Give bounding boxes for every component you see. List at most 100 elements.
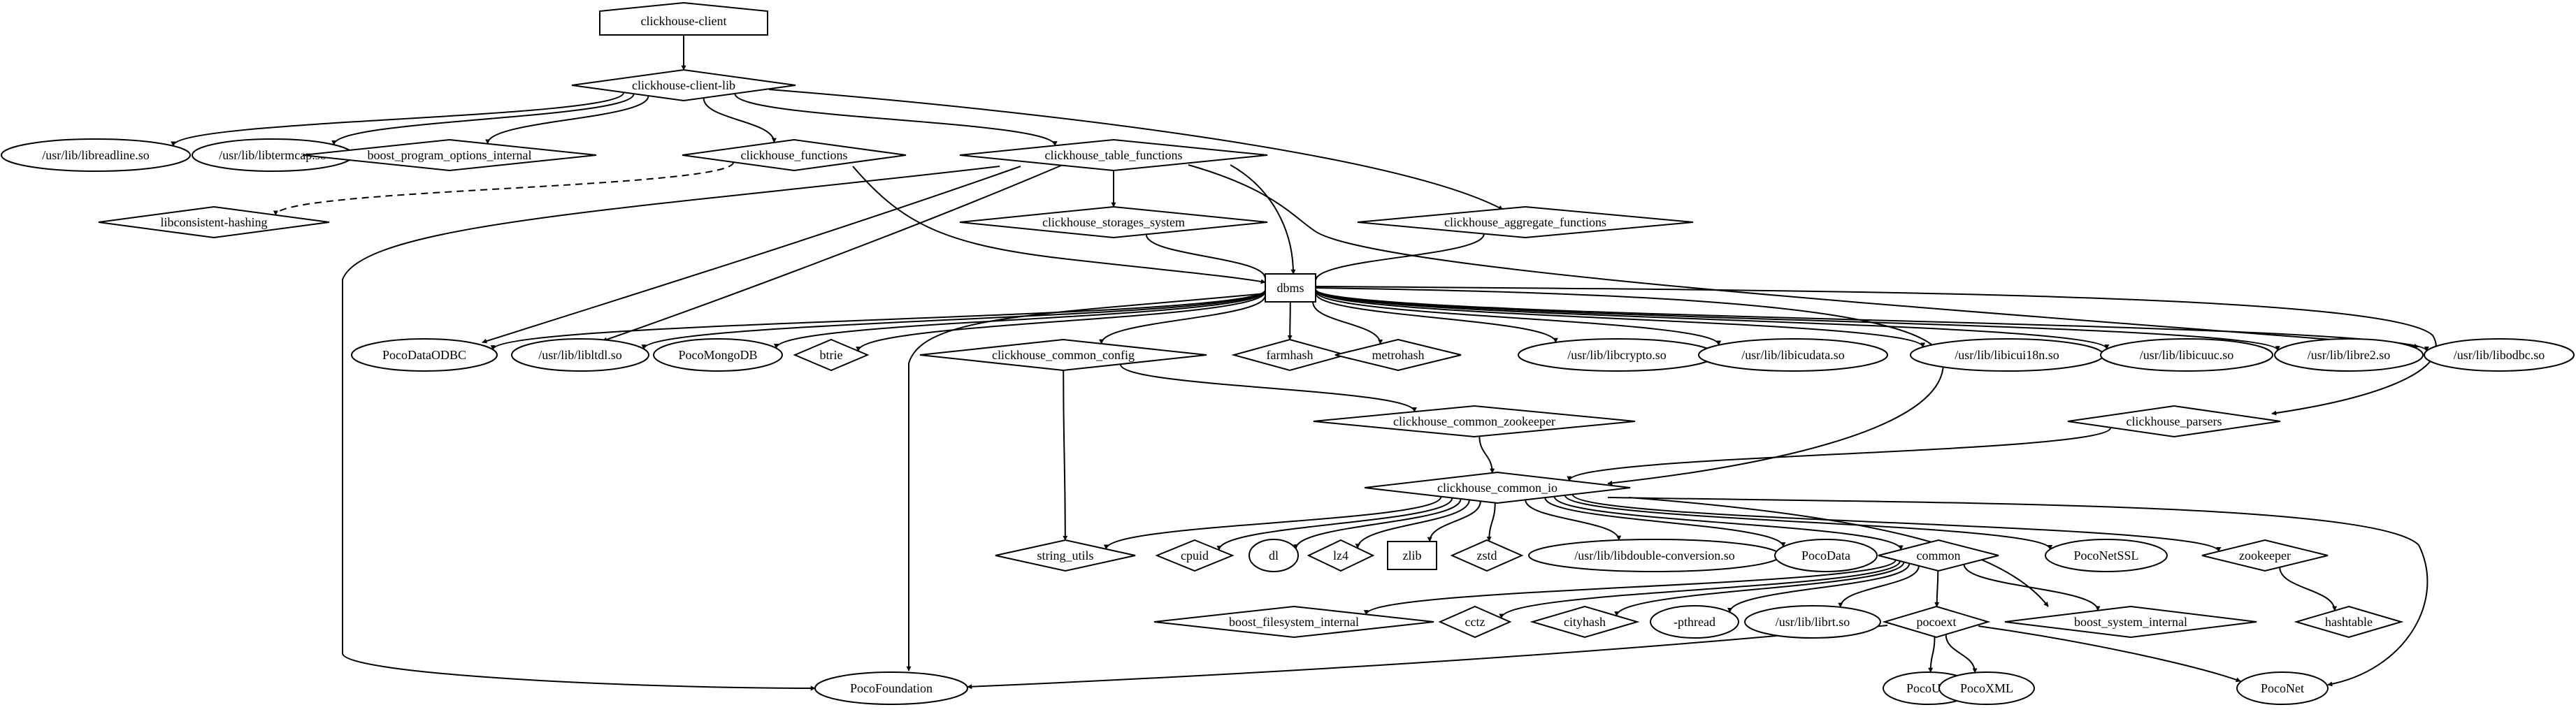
node-zookeeper: zookeeper xyxy=(2201,539,2329,572)
node-zstd: zstd xyxy=(1450,539,1524,572)
node-label: btrie xyxy=(820,348,843,362)
node-clickhouse-aggregate-functions: clickhouse_aggregate_functions xyxy=(1357,205,1694,239)
node-label: /usr/lib/libtermcap.so xyxy=(219,148,326,162)
edge-dbms-to-clickhouse-common-config xyxy=(1099,295,1266,344)
node-PocoMongoDB: PocoMongoDB xyxy=(653,338,783,372)
edge-clickhouse-storages-system-to-dbms xyxy=(1145,234,1268,279)
node-shape xyxy=(2004,605,2257,639)
node-cctz: cctz xyxy=(1438,605,1512,639)
node-shape xyxy=(599,1,768,36)
edge-clickhouse-client-lib-to-clickhouse-table-functions xyxy=(734,93,1058,147)
node-label: /usr/lib/libicui18n.so xyxy=(1955,348,2059,362)
edge-dbms-to-PocoMongoDB xyxy=(773,290,1266,349)
node-label: clickhouse_storages_system xyxy=(1042,215,1185,229)
node-shape xyxy=(2045,539,2168,572)
node-label: clickhouse_common_zookeeper xyxy=(1393,414,1555,428)
node-libreadline: /usr/lib/libreadline.so xyxy=(1,138,191,172)
node-PocoDataODBC: PocoDataODBC xyxy=(351,338,498,372)
node-label: pocoext xyxy=(1917,615,1957,629)
edge-common-to-librt xyxy=(1838,565,1920,608)
node-shape xyxy=(959,205,1268,239)
node-label: /usr/lib/libreadline.so xyxy=(42,148,149,162)
node-label: PocoNetSSL xyxy=(2073,548,2138,562)
node-shape xyxy=(2201,539,2329,572)
node-libodbc: /usr/lib/libodbc.so xyxy=(2424,338,2575,372)
edge-clickhouse-client-lib-to-boost-program-options-internal xyxy=(485,95,649,145)
edge-pocoext-to-PocoNet xyxy=(1978,625,2241,683)
node-shape xyxy=(302,138,597,172)
node-shape xyxy=(1313,405,1636,438)
edge-clickhouse-table-functions-to-libltdl xyxy=(602,164,1063,342)
node-shape xyxy=(1450,539,1524,572)
node-shape xyxy=(98,205,330,239)
node-label: PocoData xyxy=(1801,548,1850,562)
edge-clickhouse-aggregate-functions-to-dbms xyxy=(1313,233,1485,282)
node-label: farmhash xyxy=(1267,348,1314,362)
edge-dbms-to-libcrypto xyxy=(1315,293,1558,343)
node-pthread: -pthread xyxy=(1650,605,1739,639)
node-librt: /usr/lib/librt.so xyxy=(1744,605,1881,639)
node-libre2: /usr/lib/libre2.so xyxy=(2274,338,2424,372)
node-shape xyxy=(1438,605,1512,639)
node-label: dl xyxy=(1269,548,1279,562)
edge-dbms-to-libicuuc xyxy=(1315,289,2110,350)
edge-dbms-to-libodbc xyxy=(1315,289,2429,352)
node-label: lz4 xyxy=(1333,548,1348,562)
node-libtermcap: /usr/lib/libtermcap.so xyxy=(192,138,354,172)
node-label: cpuid xyxy=(1181,548,1209,562)
node-farmhash: farmhash xyxy=(1231,338,1348,372)
edge-clickhouse-functions-to-libconsistent-hashing xyxy=(273,161,735,216)
edge-clickhouse-common-io-to-lz4 xyxy=(1355,500,1470,549)
node-clickhouse-common-zookeeper: clickhouse_common_zookeeper xyxy=(1313,405,1636,438)
edge-clickhouse-client-lib-to-libreadline xyxy=(171,92,625,147)
node-shape xyxy=(1155,539,1235,572)
edge-dbms-to-PocoDataODBC xyxy=(490,289,1266,351)
node-shape xyxy=(2067,405,2281,438)
node-clickhouse-functions: clickhouse_functions xyxy=(682,138,907,172)
node-label: hashtable xyxy=(2325,615,2373,629)
node-label: zlib xyxy=(1403,548,1422,562)
node-shape xyxy=(653,338,783,372)
node-shape xyxy=(1,138,191,172)
edge-clickhouse-table-functions-to-libodbc xyxy=(1188,164,2419,349)
node-zlib: zlib xyxy=(1387,541,1437,570)
edge-clickhouse-common-io-to-zstd xyxy=(1486,502,1496,542)
edge-clickhouse-client-lib-to-clickhouse-functions xyxy=(703,97,777,143)
node-shape xyxy=(1882,605,1991,639)
node-libdouble-conversion: /usr/lib/libdouble-conversion.so xyxy=(1528,539,1781,572)
edge-pocoext-to-PocoUtil xyxy=(1928,637,1936,673)
node-dbms: dbms xyxy=(1265,273,1316,303)
node-label: clickhouse_parsers xyxy=(2127,414,2222,428)
node-label: common xyxy=(1917,548,1961,562)
edge-pocoext-to-PocoXML xyxy=(1945,634,1978,674)
edge-common-to-boost-filesystem-internal xyxy=(1363,559,1897,616)
node-clickhouse-client: clickhouse-client xyxy=(599,1,768,36)
edge-clickhouse-parsers-to-clickhouse-common-io xyxy=(1567,427,2112,481)
node-label: clickhouse-client xyxy=(641,14,727,28)
node-PocoNetSSL: PocoNetSSL xyxy=(2045,539,2168,572)
node-shape xyxy=(2100,338,2273,372)
node-clickhouse-common-io: clickhouse_common_io xyxy=(1364,471,1631,504)
node-label: PocoNet xyxy=(2261,681,2304,695)
node-boost-program-options-internal: boost_program_options_internal xyxy=(302,138,597,172)
node-libicudata: /usr/lib/libicudata.so xyxy=(1698,338,1888,372)
node-clickhouse-common-config: clickhouse_common_config xyxy=(919,338,1207,372)
node-label: /usr/lib/librt.so xyxy=(1776,615,1850,629)
node-shape xyxy=(1938,671,2035,705)
node-libicui18n: /usr/lib/libicui18n.so xyxy=(1910,338,2104,372)
edge-dbms-to-libicudata xyxy=(1315,291,1722,346)
node-label: clickhouse_common_io xyxy=(1437,481,1557,495)
edge-common-to-boost-system-internal xyxy=(1963,564,2101,611)
node-libicuuc: /usr/lib/libicuuc.so xyxy=(2100,338,2273,372)
edge-clickhouse-common-io-to-zookeeper xyxy=(1571,494,2222,552)
node-label: zstd xyxy=(1477,548,1497,562)
node-common: common xyxy=(1878,539,1999,572)
node-shape xyxy=(511,338,649,372)
edge-clickhouse-common-io-to-common xyxy=(1553,496,1904,551)
node-lz4: lz4 xyxy=(1307,539,1375,572)
node-label: clickhouse_table_functions xyxy=(1045,148,1183,162)
edge-pocoext-to-PocoFoundation xyxy=(967,625,1888,690)
node-shape xyxy=(1364,471,1631,504)
edge-clickhouse-common-zookeeper-to-clickhouse-common-io xyxy=(1478,436,1495,474)
